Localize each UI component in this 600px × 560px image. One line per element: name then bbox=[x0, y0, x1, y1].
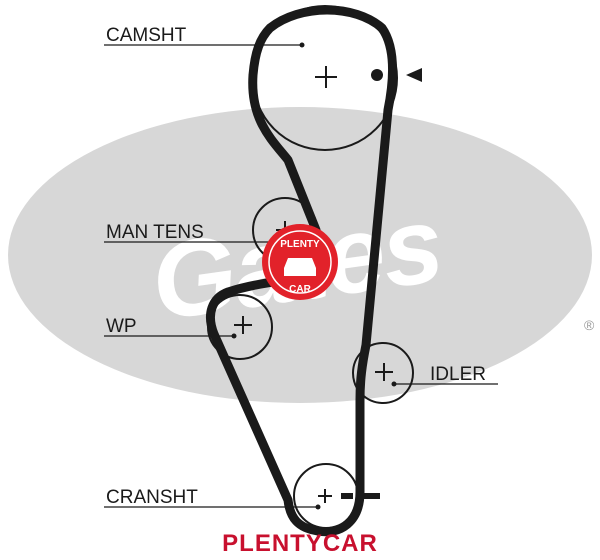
crankshaft-label: CRANSHT bbox=[106, 487, 198, 508]
camshaft-timing-dot-icon bbox=[371, 69, 383, 81]
idler-label: IDLER bbox=[430, 364, 486, 385]
crankshaft-timing-mark-icon bbox=[341, 493, 353, 499]
badge-bottom-text: CAR bbox=[289, 284, 311, 295]
car-icon bbox=[284, 258, 316, 276]
crankshaft-center-icon bbox=[318, 489, 332, 503]
camshaft-timing-arrow-icon bbox=[406, 68, 422, 82]
timing-belt bbox=[206, 5, 398, 537]
manual-tensioner-label: MAN TENS bbox=[106, 222, 204, 243]
leader-lines bbox=[104, 42, 498, 510]
timing-marks bbox=[341, 68, 422, 499]
plentycar-badge: PLENTY CAR bbox=[262, 224, 338, 300]
idler-pulley bbox=[352, 342, 414, 404]
registered-mark: ® bbox=[584, 317, 595, 333]
water-pump-center-icon bbox=[234, 316, 252, 334]
camshaft-center-icon bbox=[315, 66, 337, 88]
camshaft-label: CAMSHT bbox=[106, 25, 187, 46]
water-pump-label: WP bbox=[106, 316, 137, 337]
crankshaft-timing-mark-icon bbox=[364, 493, 380, 499]
footer-brand: PLENTYCAR bbox=[222, 530, 378, 557]
idler-center-icon bbox=[375, 363, 393, 381]
badge-top-text: PLENTY bbox=[280, 239, 320, 250]
